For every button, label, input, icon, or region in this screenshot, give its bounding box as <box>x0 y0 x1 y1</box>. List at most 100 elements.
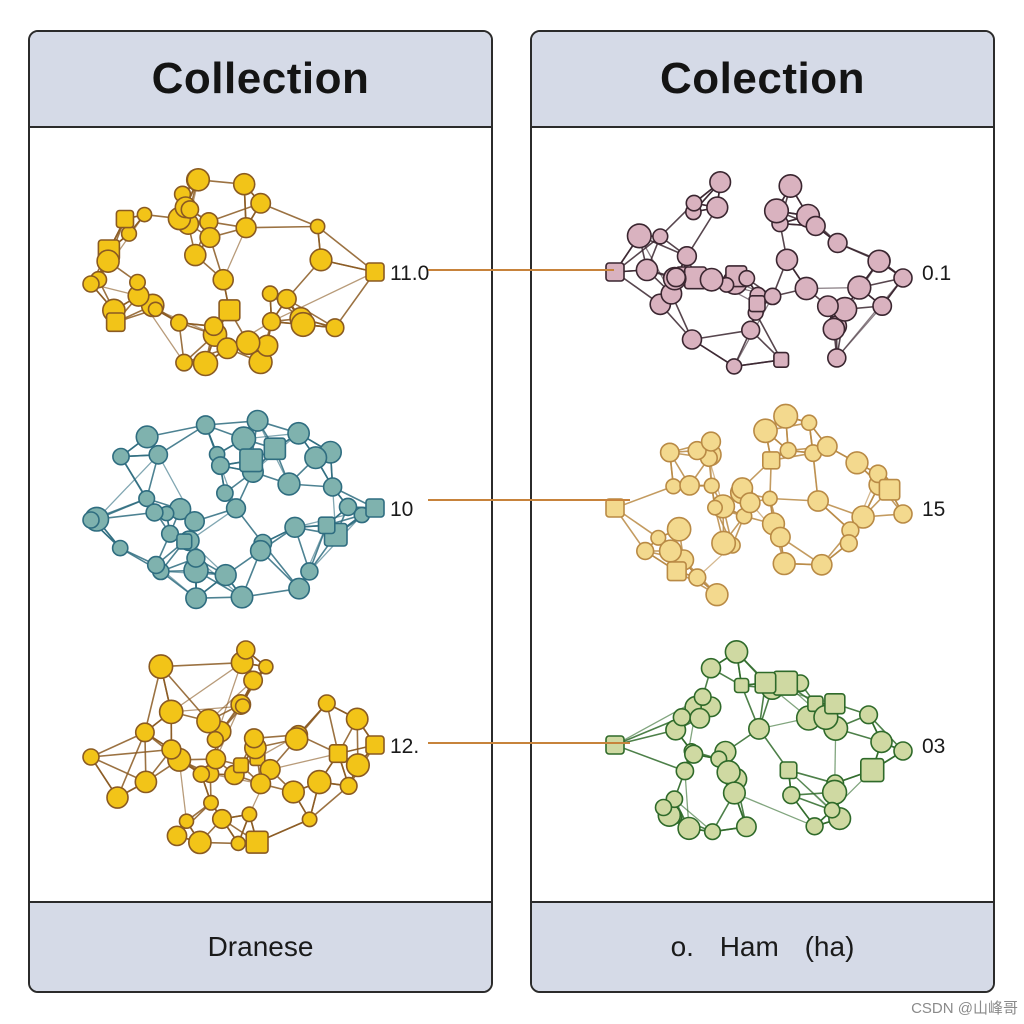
network-node <box>761 490 778 507</box>
network-node <box>672 707 691 727</box>
network-node <box>706 499 723 516</box>
network-node <box>236 640 256 660</box>
network-node <box>782 785 801 805</box>
network-node <box>703 477 720 494</box>
network-node <box>687 440 707 461</box>
network-node <box>184 511 206 532</box>
network-node <box>276 288 297 310</box>
network-edge <box>614 744 686 772</box>
network-node <box>206 730 225 749</box>
cluster-value-label: 12. <box>390 735 419 758</box>
network-node <box>654 798 673 817</box>
network-edge <box>270 744 376 771</box>
network-node <box>301 811 318 828</box>
network-node <box>822 317 846 341</box>
network-node <box>317 516 336 535</box>
network-node <box>290 311 316 338</box>
network-node <box>778 174 803 199</box>
network-edge <box>836 277 904 359</box>
network-node <box>769 526 791 548</box>
network-node <box>281 780 306 804</box>
network-node <box>246 409 269 432</box>
network-node <box>180 200 200 219</box>
network-node <box>365 498 385 518</box>
network-node <box>893 268 913 288</box>
network-node <box>82 275 100 293</box>
network-node <box>211 808 233 830</box>
network-node <box>148 654 174 680</box>
network-node <box>145 503 164 522</box>
network-node <box>234 698 251 714</box>
network-node <box>794 276 819 301</box>
network-edge <box>734 792 815 827</box>
right-panel-footer: o. Ham (ha) <box>532 901 993 991</box>
network-node <box>258 658 274 675</box>
network-node <box>676 246 698 267</box>
network-node <box>146 555 166 575</box>
network-node <box>666 516 692 542</box>
network-node <box>775 248 799 272</box>
network-node <box>700 431 722 452</box>
cluster-value-label: 15 <box>922 498 945 521</box>
network-node <box>218 299 241 322</box>
network-node <box>761 451 781 470</box>
network-node <box>650 529 667 546</box>
network-node <box>748 294 766 313</box>
network-node <box>826 348 847 368</box>
network-cluster-right-1 <box>605 171 913 375</box>
network-node <box>261 311 282 332</box>
network-node <box>779 761 798 780</box>
network-node <box>754 671 777 694</box>
network-node <box>170 313 189 332</box>
network-node <box>196 708 221 734</box>
network-node <box>328 743 348 764</box>
network-node <box>703 823 722 841</box>
network-node <box>176 533 193 550</box>
cluster-value-label: 03 <box>922 735 945 758</box>
left-panel-caption: Dranese <box>207 931 314 962</box>
network-node <box>184 243 207 267</box>
network-node <box>693 687 712 707</box>
network-node <box>681 329 703 350</box>
network-node <box>325 318 345 338</box>
network-node <box>725 358 743 375</box>
network-node <box>858 705 879 725</box>
right-panel-title: Colection <box>660 54 865 103</box>
network-node <box>136 206 153 223</box>
network-node <box>868 464 888 484</box>
network-node <box>683 744 704 764</box>
network-node <box>239 448 264 473</box>
network-node <box>129 273 147 291</box>
network-node <box>322 477 343 497</box>
network-node <box>212 268 234 291</box>
network-node <box>652 228 669 245</box>
network-node <box>161 739 182 760</box>
network-node <box>626 223 652 249</box>
left-panel-footer: Dranese <box>30 901 491 991</box>
right-panel-caption: o. Ham (ha) <box>670 931 855 962</box>
network-node <box>722 781 747 805</box>
network-node <box>867 249 891 273</box>
network-edge <box>170 662 243 713</box>
network-node <box>134 722 155 743</box>
network-node <box>96 249 120 274</box>
network-node <box>605 735 625 755</box>
network-edges <box>614 181 904 368</box>
network-node <box>186 548 206 568</box>
network-node <box>134 770 158 794</box>
network-node <box>635 541 655 561</box>
network-node <box>807 490 830 512</box>
network-node <box>779 441 797 460</box>
network-node <box>147 301 164 318</box>
network-node <box>772 670 799 696</box>
network-node <box>763 287 782 306</box>
network-node <box>753 418 778 444</box>
network-node <box>82 511 100 529</box>
network-node <box>215 484 234 503</box>
network-node <box>365 735 385 755</box>
network-node <box>284 727 309 751</box>
network-node <box>216 337 239 360</box>
network-node <box>851 505 875 529</box>
network-node <box>306 769 332 795</box>
network-node <box>345 753 371 778</box>
